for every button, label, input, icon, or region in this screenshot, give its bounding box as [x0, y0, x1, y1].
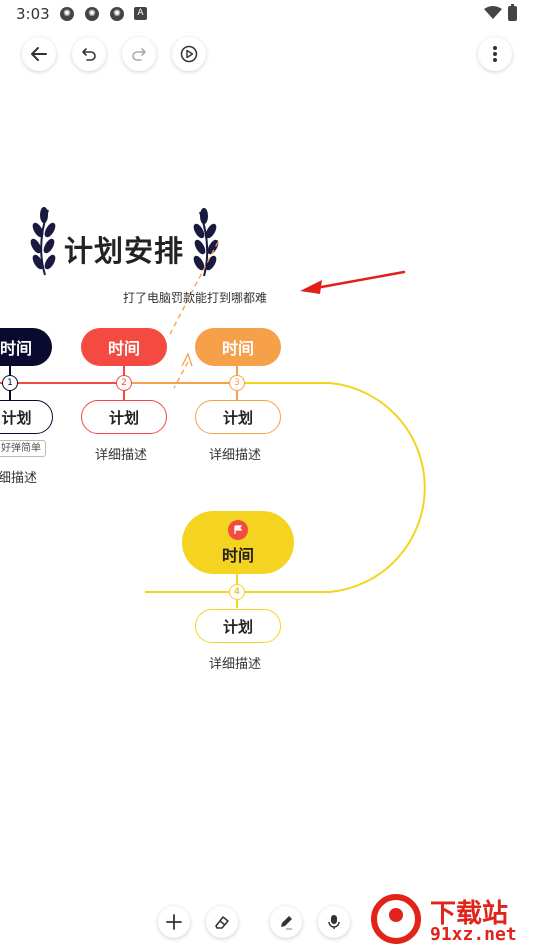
- time-node-1[interactable]: 时间: [0, 328, 52, 366]
- step-number-4: 4: [229, 584, 245, 600]
- watermark-url: 91xz.net: [430, 924, 517, 945]
- watermark-title: 下载站: [430, 899, 509, 929]
- time-node-4[interactable]: 时间: [182, 511, 294, 574]
- step-number-2: 2: [116, 375, 132, 391]
- redo-button[interactable]: [122, 37, 156, 71]
- annotation-text[interactable]: 打了电脑罚款能打到哪都难: [123, 291, 268, 305]
- battery-icon: [508, 4, 517, 21]
- flag-icon: [228, 519, 248, 540]
- pen-icon: [281, 916, 292, 930]
- undo-icon: [82, 48, 96, 61]
- back-button[interactable]: [22, 37, 56, 71]
- description-3[interactable]: 详细描述: [209, 448, 262, 463]
- step-number-3: 3: [229, 375, 245, 391]
- add-button[interactable]: [158, 906, 190, 938]
- description-4[interactable]: 详细描述: [209, 657, 262, 672]
- back-arrow-icon: [31, 47, 47, 61]
- more-options-button[interactable]: [478, 37, 512, 71]
- microphone-button[interactable]: [318, 906, 350, 938]
- laurel-right-icon: [193, 208, 219, 277]
- watermark-logo-icon: [371, 894, 421, 944]
- wifi-icon: [484, 6, 502, 19]
- eraser-icon: [215, 916, 229, 929]
- play-icon: [180, 45, 198, 63]
- plan-node-3[interactable]: 计划: [195, 400, 281, 434]
- time-node-4-label: 时间: [221, 545, 254, 565]
- pen-button[interactable]: [270, 906, 302, 938]
- play-button[interactable]: [172, 37, 206, 71]
- redo-icon: [132, 48, 146, 61]
- time-node-2[interactable]: 时间: [81, 328, 167, 366]
- mindmap-title[interactable]: 计划安排: [64, 234, 185, 268]
- status-time: 3:03: [16, 5, 50, 23]
- time-node-3[interactable]: 时间: [195, 328, 281, 366]
- plan-node-1[interactable]: 计划: [0, 400, 53, 434]
- laurel-left-icon: [30, 207, 56, 276]
- step-tag-1: 好弹简单: [0, 440, 46, 457]
- plan-node-2[interactable]: 计划: [81, 400, 167, 434]
- notification-icon: ✺: [85, 7, 99, 21]
- undo-button[interactable]: [72, 37, 106, 71]
- more-vert-icon: [493, 46, 497, 62]
- notification-a-icon: A: [134, 7, 147, 20]
- notification-icon: ✺: [60, 7, 74, 21]
- plus-icon: [166, 914, 182, 930]
- description-1[interactable]: 细描述: [0, 471, 38, 486]
- notification-icon: ✺: [110, 7, 124, 21]
- plan-node-4[interactable]: 计划: [195, 609, 281, 643]
- step-number-1: 1: [2, 375, 18, 391]
- eraser-button[interactable]: [206, 906, 238, 938]
- status-bar: 3:03 ✺ ✺ ✺ A: [0, 0, 534, 28]
- microphone-icon: [328, 915, 340, 929]
- description-2[interactable]: 详细描述: [95, 448, 148, 463]
